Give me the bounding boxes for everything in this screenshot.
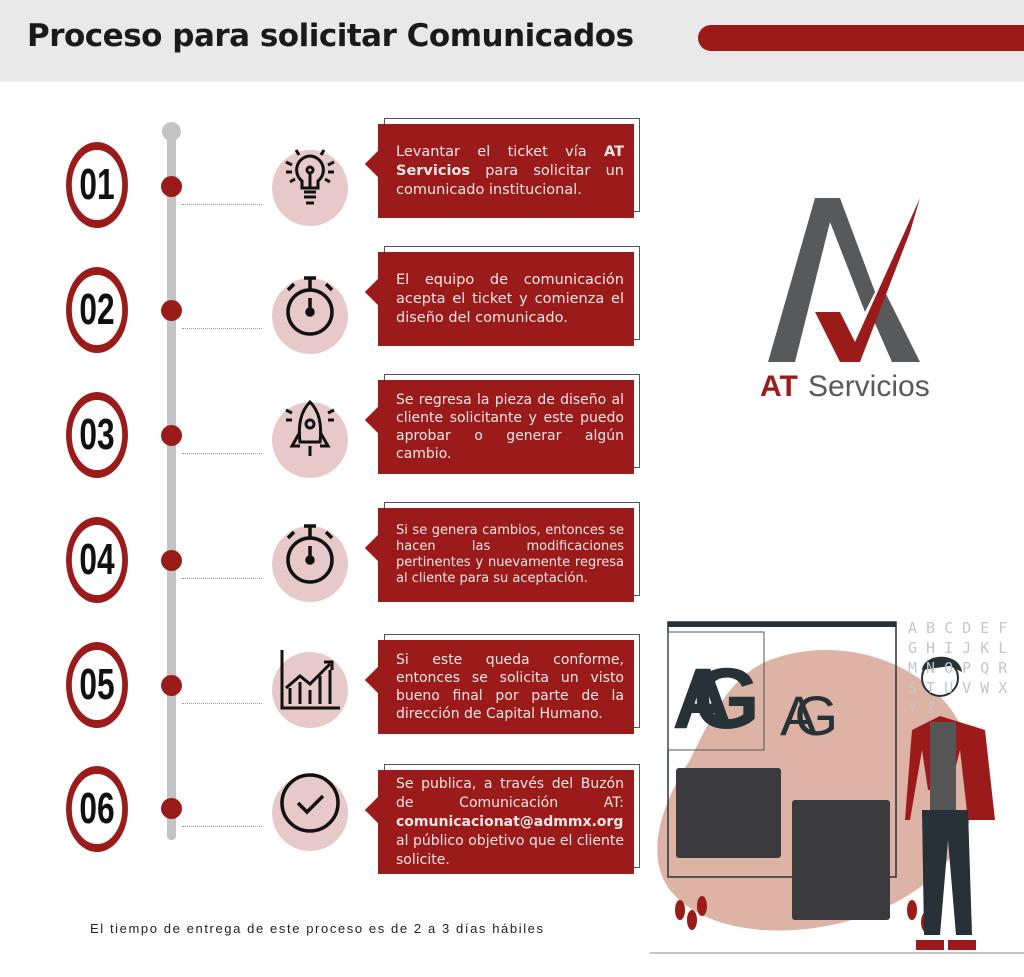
step-description-box: Levantar el ticket vía AT Servicios para…: [364, 118, 640, 218]
page-title: Proceso para solicitar Comunicados: [27, 18, 634, 54]
logo-brand: AT: [760, 370, 798, 403]
timeline-dot: [161, 176, 182, 197]
sample-type-large: AG: [672, 651, 760, 747]
at-servicios-logo: AT Servicios: [760, 192, 940, 411]
step-number: 01: [66, 142, 128, 228]
step-number: 06: [66, 766, 128, 852]
step-description-box: El equipo de comunicación acepta el tick…: [364, 246, 640, 346]
icon-bg: [272, 149, 348, 226]
email-link[interactable]: comunicacionat@admmx.org: [396, 813, 624, 830]
step-4: 04 Si se genera cambios, entonces se hac…: [0, 0, 1024, 603]
timeline-dot: [161, 675, 182, 696]
timeline-start: [162, 122, 181, 141]
step-2: 02 El equipo de comunicación acepta el t…: [0, 0, 1024, 354]
timeline-line: [167, 130, 176, 840]
step-text: Si se genera cambios, entonces se hacen …: [396, 523, 624, 586]
timeline-dot: [161, 550, 182, 571]
step-text: Se publica, a través del Buzón de Comuni…: [396, 775, 624, 811]
timeline-dot: [161, 425, 182, 446]
lightbulb-icon: [285, 149, 335, 205]
sample-type-small: AG: [780, 684, 838, 747]
icon-bg: [272, 399, 348, 478]
logo-name: Servicios: [808, 370, 930, 403]
step-number: 05: [66, 642, 128, 728]
connector-line: [182, 204, 262, 205]
step-description-box: Si este queda conforme, entonces se soli…: [364, 634, 640, 734]
delivery-time-note: El tiempo de entrega de este proceso es …: [90, 921, 545, 936]
connector-line: [182, 453, 262, 454]
step-5: 05 Si este queda conforme, entonces se s…: [0, 0, 1024, 734]
rocket-icon: [285, 399, 335, 456]
icon-bg: [272, 650, 348, 728]
step-3: 03 Se regresa la pieza de diseño al clie…: [0, 0, 1024, 478]
header-accent-bar: [698, 25, 1024, 51]
step-description-box: Si se genera cambios, entonces se hacen …: [364, 502, 640, 602]
connector-line: [182, 826, 262, 827]
timeline-dot: [161, 300, 182, 321]
alphabet-letters: A B C D E F G H I J K L M N O P Q R S T …: [908, 619, 1008, 717]
icon-bg: [272, 524, 348, 602]
stopwatch-icon: [286, 524, 334, 584]
connector-line: [182, 703, 262, 704]
step-text: Se regresa la pieza de diseño al cliente…: [396, 392, 624, 462]
step-description-box: Se publica, a través del Buzón de Comuni…: [364, 764, 640, 874]
logo-mark-icon: AT Servicios: [760, 198, 930, 403]
timeline-dot: [161, 798, 182, 819]
connector-line: [182, 328, 262, 329]
step-number: 02: [66, 267, 128, 353]
step-text: al público objetivo que el cliente solic…: [396, 832, 624, 868]
connector-line: [182, 578, 262, 579]
header: Proceso para solicitar Comunicados: [0, 0, 1024, 82]
step-text: Levantar el ticket vía: [396, 143, 604, 160]
growth-chart-icon: [280, 650, 340, 710]
step-6: 06 Se publica, a través del Buzón de Com…: [0, 0, 1024, 874]
step-number: 04: [66, 517, 128, 603]
checkmark-icon: [280, 773, 340, 833]
stopwatch-icon: [286, 276, 334, 336]
icon-bg: [272, 773, 348, 851]
icon-bg: [272, 276, 348, 354]
designer-illustration: AG AG A B C D E F G H I J K L M N O P Q …: [650, 610, 1024, 977]
step-description-box: Se regresa la pieza de diseño al cliente…: [364, 374, 640, 474]
step-text-bold: AT Servicios: [396, 143, 624, 179]
step-text: Si este queda conforme, entonces se soli…: [396, 652, 624, 722]
step-1: 01 Levantar el ticket vía AT Servicios p…: [0, 0, 1024, 228]
step-number: 03: [66, 392, 128, 478]
step-text: para solicitar un comunicado institucion…: [396, 162, 624, 198]
designer-scene: AG AG: [650, 621, 1024, 954]
step-text: El equipo de comunicación acepta el tick…: [396, 271, 624, 326]
